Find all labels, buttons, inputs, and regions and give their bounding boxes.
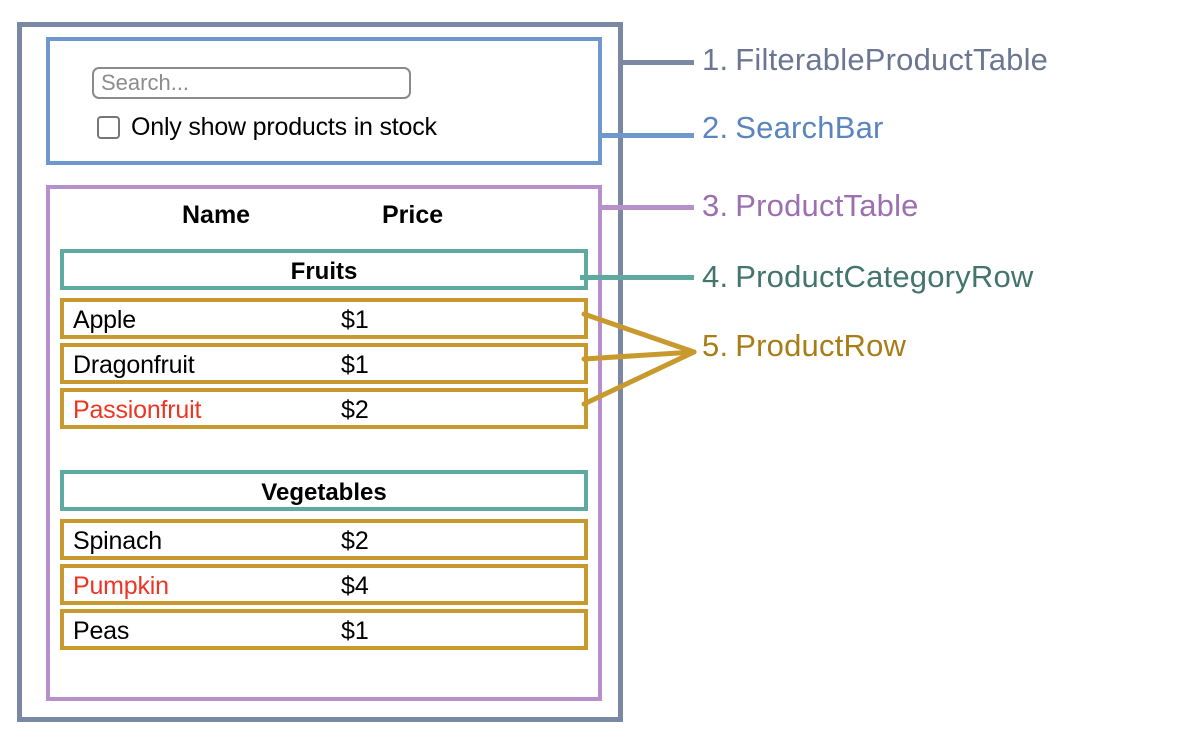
leader-line-product-table: [598, 205, 694, 210]
legend-item-search-bar: 2.SearchBar: [702, 110, 884, 146]
product-row: Pumpkin $4: [60, 564, 588, 605]
legend-label: FilterableProductTable: [735, 42, 1049, 77]
legend-item-product-row: 5.ProductRow: [702, 328, 906, 364]
in-stock-checkbox-label: Only show products in stock: [131, 113, 437, 141]
product-category-label: Fruits: [290, 258, 358, 285]
legend-item-filterable-product-table: 1.FilterableProductTable: [702, 42, 1048, 78]
product-name-cell: Spinach: [73, 527, 162, 555]
product-name-cell: Apple: [73, 306, 136, 334]
column-header-name: Name: [182, 201, 251, 229]
legend-number: 4.: [702, 259, 729, 294]
in-stock-checkbox[interactable]: [97, 116, 120, 139]
product-row: Peas $1: [60, 609, 588, 650]
product-table-box: Name Price Fruits Apple $1 Dragonfruit $…: [46, 185, 602, 701]
in-stock-filter-row[interactable]: Only show products in stock: [97, 113, 437, 142]
legend-number: 2.: [702, 110, 729, 145]
product-row: Passionfruit $2: [60, 388, 588, 429]
product-name-cell: Passionfruit: [73, 396, 202, 424]
leader-line-search-bar: [598, 133, 694, 138]
search-bar-box: Only show products in stock: [46, 37, 602, 165]
product-price-cell: $1: [341, 306, 369, 334]
product-price-cell: $2: [341, 396, 369, 424]
column-header-price: Price: [382, 201, 444, 229]
leader-line-filterable-product-table: [618, 60, 694, 65]
product-category-row: Fruits: [60, 249, 588, 290]
legend-number: 5.: [702, 328, 729, 363]
legend-label: ProductTable: [735, 188, 919, 223]
leader-line-product-category-row: [580, 275, 694, 280]
legend-label: SearchBar: [735, 110, 884, 145]
search-input[interactable]: [92, 67, 411, 99]
legend-item-product-category-row: 4.ProductCategoryRow: [702, 259, 1034, 295]
legend-number: 3.: [702, 188, 729, 223]
product-name-cell: Peas: [73, 617, 130, 645]
product-category-row: Vegetables: [60, 470, 588, 511]
legend-label: ProductRow: [735, 328, 907, 363]
product-row: Spinach $2: [60, 519, 588, 560]
product-price-cell: $1: [341, 351, 369, 379]
legend-number: 1.: [702, 42, 729, 77]
product-price-cell: $4: [341, 572, 369, 600]
legend-item-product-table: 3.ProductTable: [702, 188, 919, 224]
product-price-cell: $2: [341, 527, 369, 555]
product-name-cell: Pumpkin: [73, 572, 169, 600]
product-category-label: Vegetables: [261, 479, 387, 506]
table-header-row: Name Price: [60, 195, 588, 242]
product-name-cell: Dragonfruit: [73, 351, 195, 379]
legend-label: ProductCategoryRow: [735, 259, 1034, 294]
product-price-cell: $1: [341, 617, 369, 645]
product-row: Dragonfruit $1: [60, 343, 588, 384]
leader-line-product-row-fan: [581, 311, 697, 407]
product-row: Apple $1: [60, 298, 588, 339]
